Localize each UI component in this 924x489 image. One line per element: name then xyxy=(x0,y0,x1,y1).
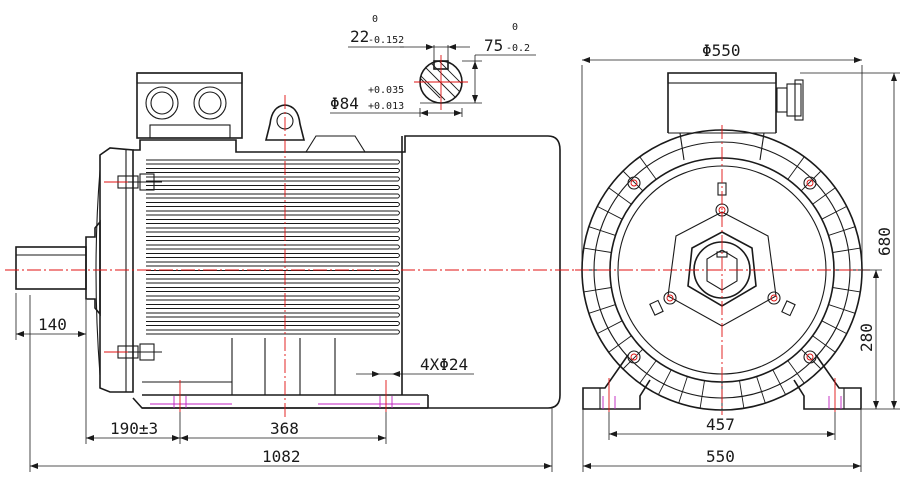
hole-spacing-front-label: 457 xyxy=(706,415,735,434)
side-view xyxy=(5,72,578,420)
svg-text:-0.152: -0.152 xyxy=(368,35,404,46)
end-shield xyxy=(99,147,134,393)
svg-text:0: 0 xyxy=(512,22,518,33)
shield-bolts xyxy=(108,173,162,361)
shaft-extension xyxy=(15,246,87,290)
flange-diameter-label: Φ550 xyxy=(702,41,741,60)
overall-length-label: 1082 xyxy=(262,447,301,466)
cooling-fins xyxy=(146,159,400,335)
center-height-label: 280 xyxy=(857,323,876,352)
front-view xyxy=(575,72,870,415)
shaft-diameter-label: Φ84 xyxy=(330,94,359,113)
front-bolts xyxy=(627,176,817,364)
dimension-labels: 22 0 -0.152 75 0 -0.2 Φ84 +0.035 +0.013 … xyxy=(38,14,894,466)
shaft-section xyxy=(330,44,536,117)
end-shield-hub xyxy=(85,219,101,317)
terminal-box-front xyxy=(667,72,777,133)
svg-text:+0.035: +0.035 xyxy=(368,85,404,96)
end-to-hole-label: 190±3 xyxy=(110,419,158,438)
svg-text:-0.2: -0.2 xyxy=(506,43,530,54)
shaft-extension-label: 140 xyxy=(38,315,67,334)
svg-text:+0.013: +0.013 xyxy=(368,101,404,112)
key-width-label: 22 xyxy=(350,27,369,46)
frame-outline xyxy=(132,135,561,409)
foot-holes-side xyxy=(150,396,420,408)
terminal-box xyxy=(136,72,243,139)
dimension-lines xyxy=(15,57,900,472)
shaft-key-height-label: 75 xyxy=(484,36,503,55)
hole-spacing-side-label: 368 xyxy=(270,419,299,438)
overall-height-label: 680 xyxy=(875,227,894,256)
base-width-label: 550 xyxy=(706,447,735,466)
holes-label: 4XΦ24 xyxy=(420,355,468,374)
svg-text:0: 0 xyxy=(372,14,378,25)
front-fins xyxy=(582,156,862,410)
